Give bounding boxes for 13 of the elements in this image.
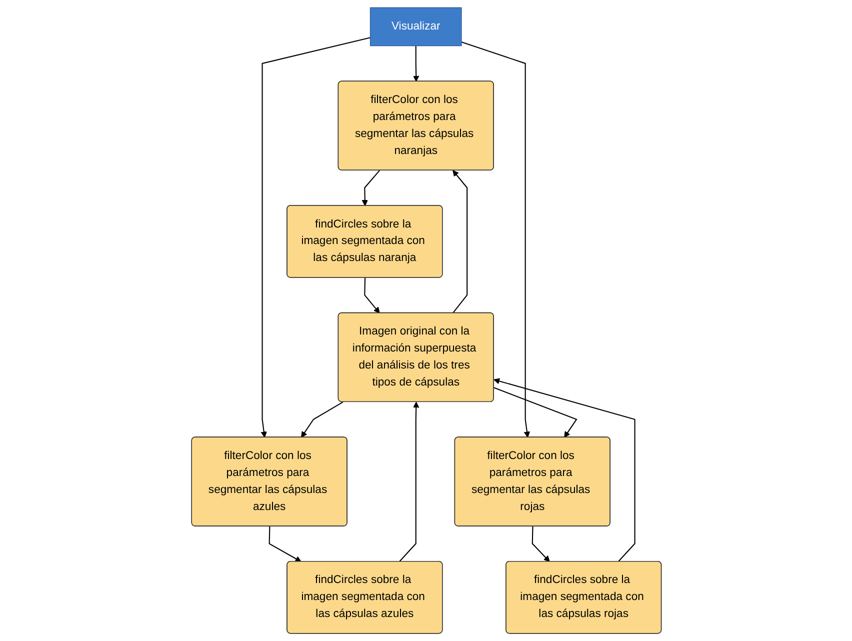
arrow [398, 402, 419, 562]
arrow [361, 170, 380, 206]
arrow [531, 526, 550, 562]
arrow [493, 387, 577, 438]
arrow [460, 42, 530, 438]
arrow [412, 46, 419, 82]
node-box: Visualizar [369, 7, 462, 46]
arrow [268, 526, 301, 562]
arrow [452, 170, 468, 314]
arrow [300, 402, 343, 438]
arrow [260, 37, 370, 438]
arrow [364, 278, 380, 314]
arrow [493, 378, 635, 562]
